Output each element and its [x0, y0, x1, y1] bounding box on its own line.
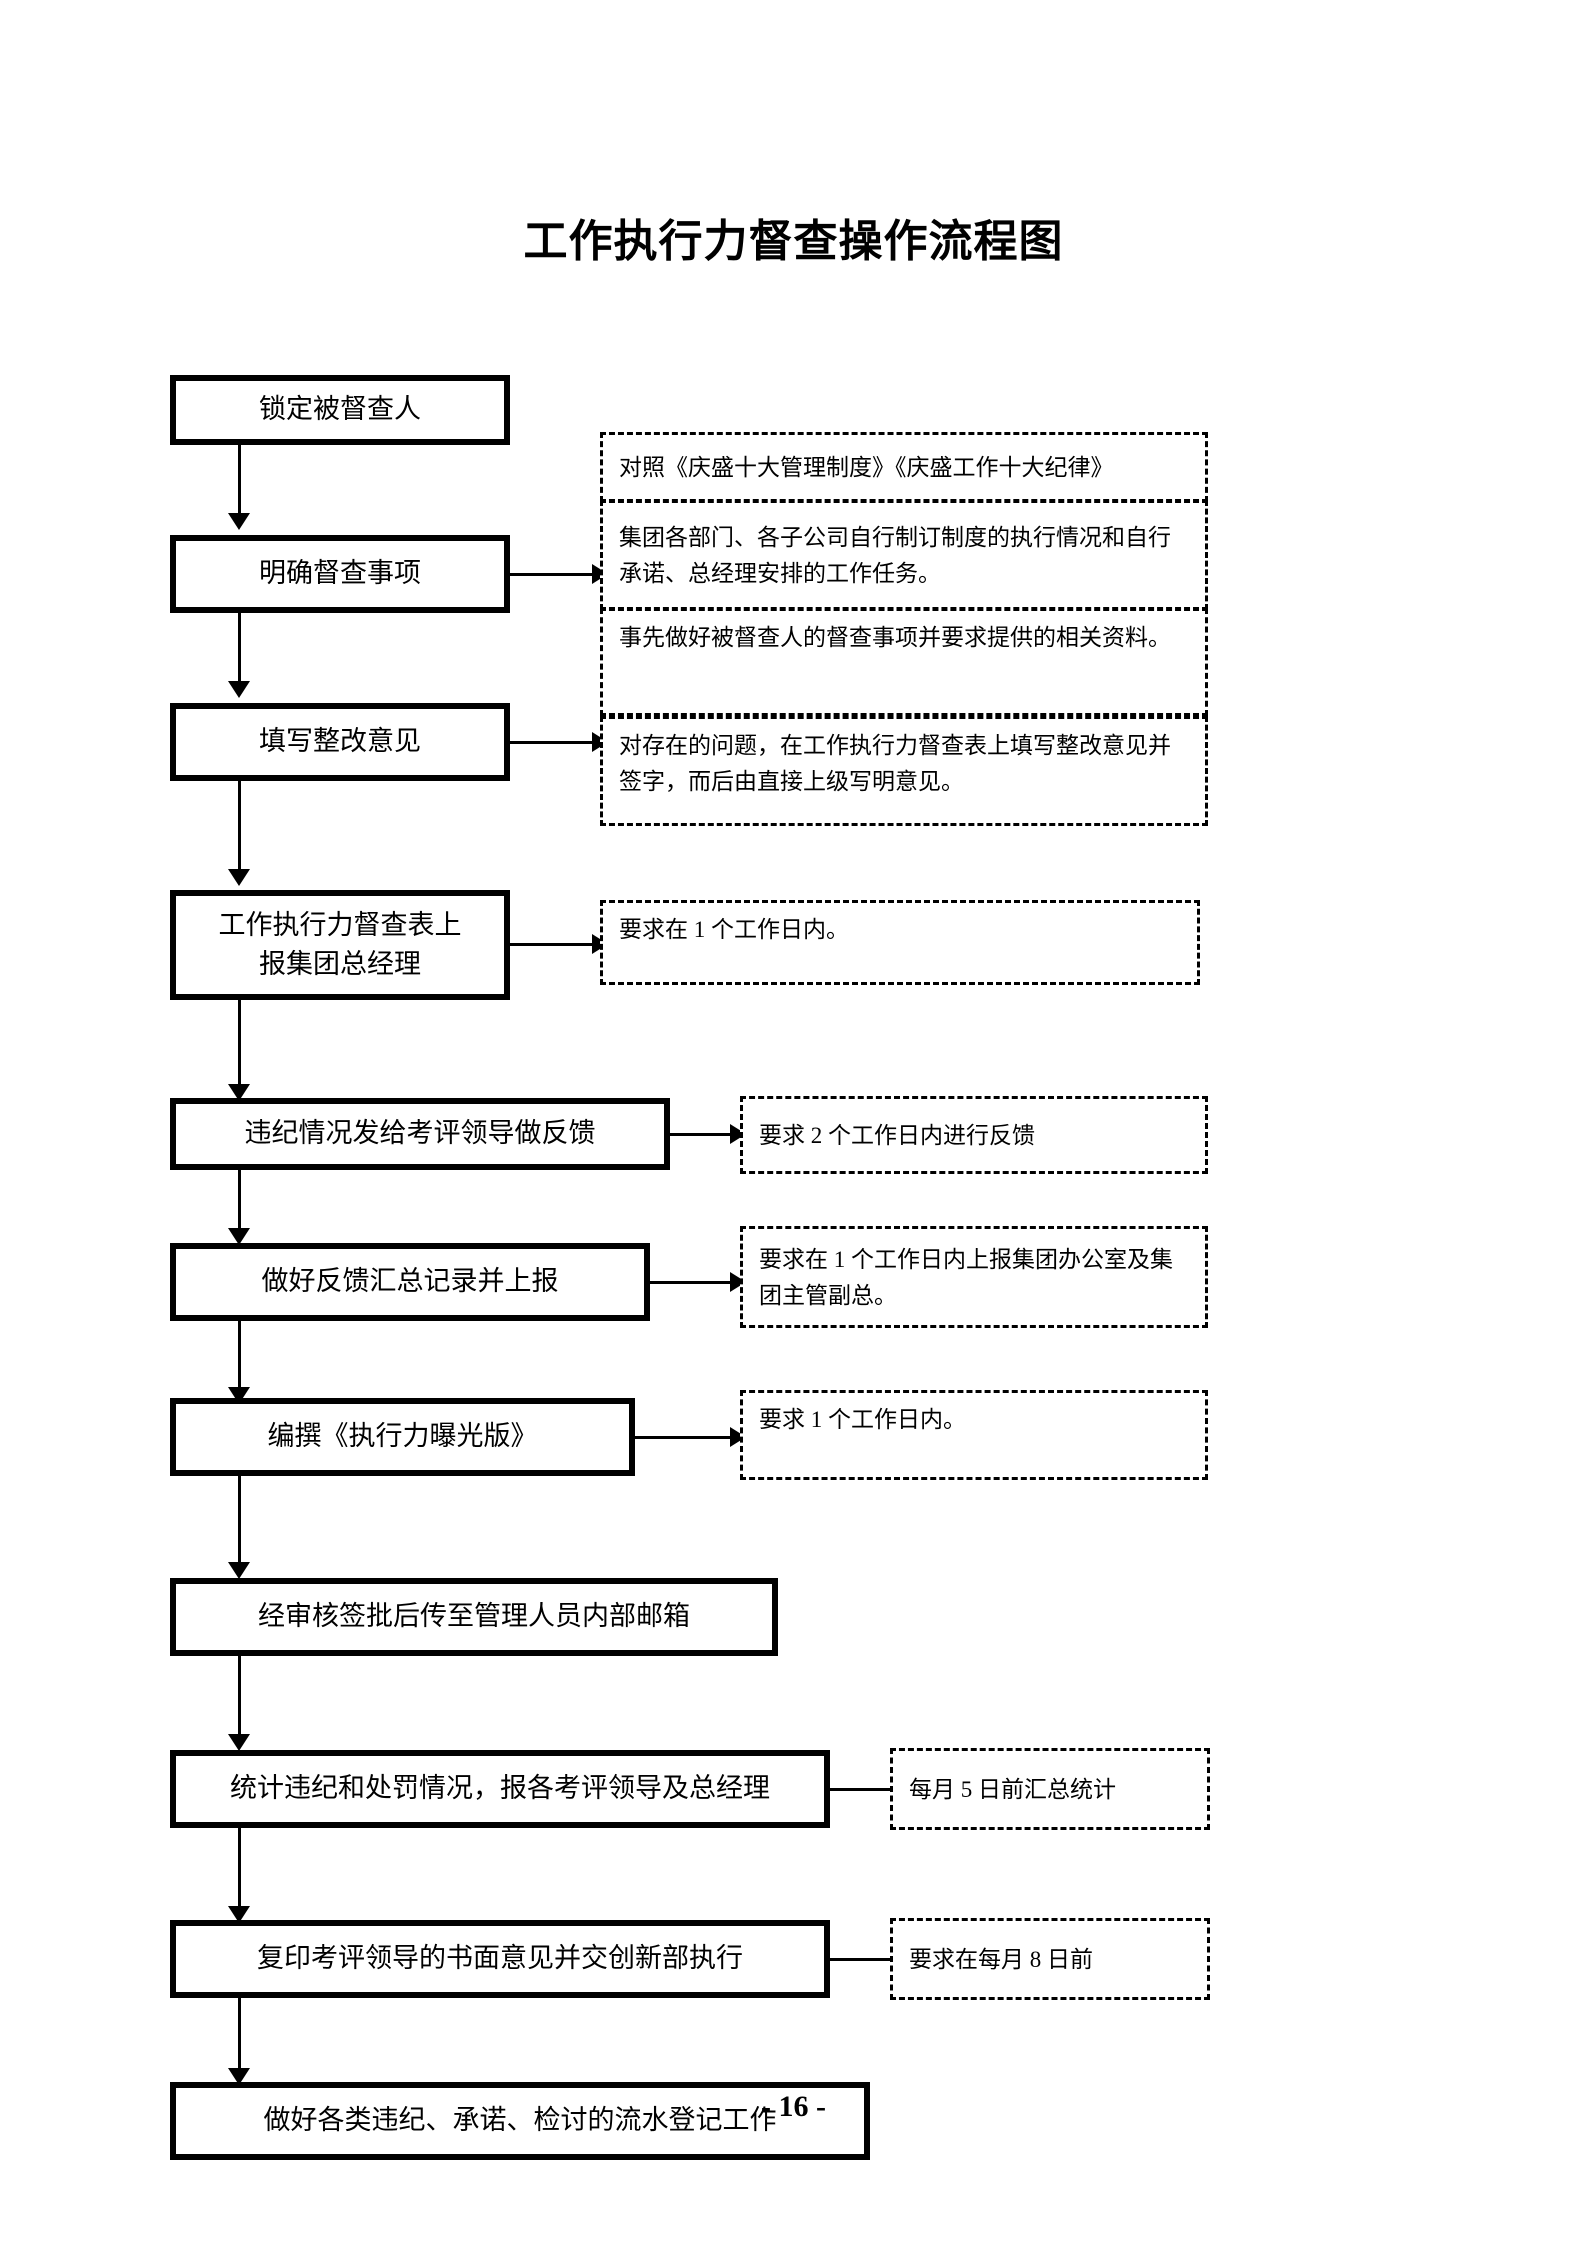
connector-step10-step11	[238, 1998, 241, 2072]
flow-step-write-rectification[interactable]: 填写整改意见	[170, 703, 510, 781]
connector-step6-note7	[650, 1281, 730, 1284]
flow-step-compile-exposure-edition[interactable]: 编撰《执行力曝光版》	[170, 1398, 635, 1476]
flow-step-label: 锁定被督查人	[259, 394, 421, 425]
note-deadline-one-workday-compile: 要求 1 个工作日内。	[740, 1390, 1208, 1480]
arrowhead-down-step2	[228, 513, 250, 530]
arrowhead-down-step8	[228, 1562, 250, 1579]
page-title: 工作执行力督查操作流程图	[523, 217, 1064, 266]
connector-step10-note10	[830, 1958, 890, 1961]
note-label: 要求在 1 个工作日内。	[619, 917, 849, 942]
note-reference-regulations: 对照《庆盛十大管理制度》《庆盛工作十大纪律》	[600, 432, 1208, 502]
flow-step-label: 明确督查事项	[259, 558, 421, 589]
flow-step-send-violation-feedback[interactable]: 违纪情况发给考评领导做反馈	[170, 1098, 670, 1170]
flow-step-copy-opinion-to-innovation[interactable]: 复印考评领导的书面意见并交创新部执行	[170, 1920, 830, 1998]
connector-step5-note6	[670, 1133, 730, 1136]
note-deadline-two-workdays-feedback: 要求 2 个工作日内进行反馈	[740, 1096, 1208, 1174]
note-deadline-report-to-office: 要求在 1 个工作日内上报集团办公室及集团主管副总。	[740, 1226, 1208, 1328]
connector-step6-step7	[238, 1321, 241, 1391]
flow-step-define-items[interactable]: 明确督查事项	[170, 535, 510, 613]
arrowhead-down-step11	[228, 2068, 250, 2085]
arrowhead-down-step6	[228, 1228, 250, 1245]
note-deadline-monthly-5th: 每月 5 日前汇总统计	[890, 1748, 1210, 1830]
flow-step-summarize-feedback[interactable]: 做好反馈汇总记录并上报	[170, 1243, 650, 1321]
flow-step-label-line2: 报集团总经理	[259, 949, 421, 979]
note-label: 要求在 1 个工作日内上报集团办公室及集团主管副总。	[759, 1247, 1173, 1308]
note-prepare-materials: 事先做好被督查人的督查事项并要求提供的相关资料。	[600, 608, 1208, 716]
note-label: 要求 2 个工作日内进行反馈	[759, 1123, 1035, 1149]
note-label: 对照《庆盛十大管理制度》《庆盛工作十大纪律》	[619, 455, 1114, 481]
connector-step5-step6	[238, 1170, 241, 1232]
connector-step7-note8	[635, 1436, 730, 1439]
flow-step-label: 违纪情况发给考评领导做反馈	[244, 1118, 596, 1149]
flow-step-label: 编撰《执行力曝光版》	[267, 1421, 538, 1452]
note-rectification-procedure: 对存在的问题，在工作执行力督查表上填写整改意见并签字，而后由直接上级写明意见。	[600, 716, 1208, 826]
flow-step-label: 统计违纪和处罚情况，报各考评领导及总经理	[230, 1773, 770, 1804]
flow-step-label: 复印考评领导的书面意见并交创新部执行	[257, 1943, 743, 1974]
connector-step4-step5	[238, 1000, 241, 1088]
connector-step4-note5	[510, 943, 592, 946]
arrowhead-down-step9	[228, 1734, 250, 1751]
connector-step2-note2	[510, 573, 592, 576]
flow-step-label: 做好各类违纪、承诺、检讨的流水登记工作	[263, 2105, 777, 2136]
note-label: 对存在的问题，在工作执行力督查表上填写整改意见并签字，而后由直接上级写明意见。	[619, 733, 1171, 794]
arrowhead-down-step10	[228, 1906, 250, 1923]
flow-step-label: 做好反馈汇总记录并上报	[261, 1266, 559, 1297]
connector-step3-step4	[238, 781, 241, 873]
flow-step-submit-to-gm[interactable]: 工作执行力督查表上 报集团总经理	[170, 890, 510, 1000]
arrowhead-down-step3	[228, 681, 250, 698]
arrowhead-down-step5	[228, 1084, 250, 1101]
page-number: - 16 -	[761, 2090, 826, 2123]
flow-step-label: 填写整改意见	[259, 726, 421, 757]
note-label: 事先做好被督查人的督查事项并要求提供的相关资料。	[619, 625, 1171, 650]
connector-step9-note9	[830, 1788, 890, 1791]
note-scope-of-inspection: 集团各部门、各子公司自行制订制度的执行情况和自行承诺、总经理安排的工作任务。	[600, 500, 1208, 610]
flow-step-compile-statistics[interactable]: 统计违纪和处罚情况，报各考评领导及总经理	[170, 1750, 830, 1828]
note-label: 每月 5 日前汇总统计	[909, 1777, 1116, 1803]
connector-step9-step10	[238, 1828, 241, 1910]
connector-step2-step3	[238, 613, 241, 685]
note-label: 要求在每月 8 日前	[909, 1947, 1093, 1973]
flow-step-lock-target[interactable]: 锁定被督查人	[170, 375, 510, 445]
note-deadline-monthly-8th: 要求在每月 8 日前	[890, 1918, 1210, 2000]
flow-step-register-records[interactable]: 做好各类违纪、承诺、检讨的流水登记工作	[170, 2082, 870, 2160]
flow-step-distribute-internal-mail[interactable]: 经审核签批后传至管理人员内部邮箱	[170, 1578, 778, 1656]
connector-step1-step2	[238, 445, 241, 517]
note-label: 要求 1 个工作日内。	[759, 1407, 966, 1432]
connector-step7-step8	[238, 1476, 241, 1566]
flow-step-label-line1: 工作执行力督查表上	[218, 909, 462, 940]
note-deadline-one-workday-submit: 要求在 1 个工作日内。	[600, 900, 1200, 985]
flow-step-label: 经审核签批后传至管理人员内部邮箱	[258, 1601, 690, 1632]
connector-step8-step9	[238, 1656, 241, 1738]
arrowhead-down-step4	[228, 869, 250, 886]
connector-step3-note4	[510, 741, 592, 744]
note-label: 集团各部门、各子公司自行制订制度的执行情况和自行承诺、总经理安排的工作任务。	[619, 525, 1171, 586]
